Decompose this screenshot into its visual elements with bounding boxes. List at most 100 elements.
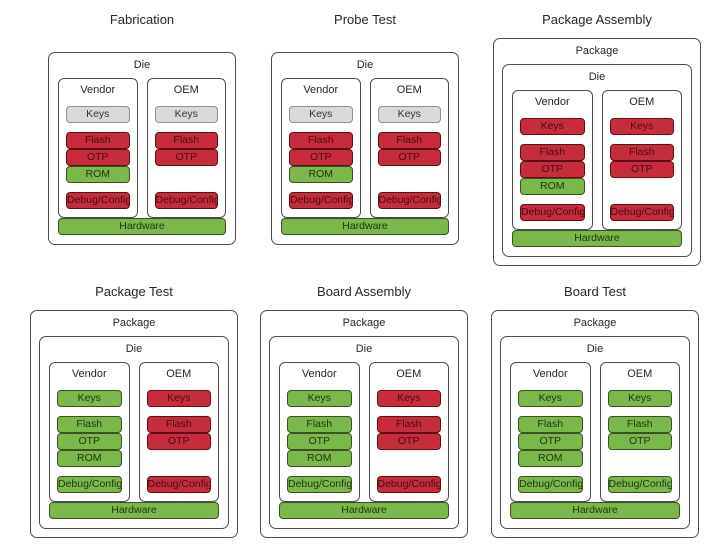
flash-block: Flash xyxy=(518,416,583,433)
flash-block: Flash xyxy=(376,416,441,433)
die-label: Die xyxy=(356,59,374,71)
keys-block: Keys xyxy=(377,106,441,123)
stage-title: Board Test xyxy=(564,284,626,299)
debug-config-block: Debug/Config xyxy=(146,476,211,493)
column-label: OEM xyxy=(396,368,422,380)
flash-block: Flash xyxy=(66,132,130,149)
otp-block: OTP xyxy=(376,433,441,450)
column-label: Vendor xyxy=(532,368,568,380)
die-label: Die xyxy=(125,343,143,355)
otp-block: OTP xyxy=(609,161,674,178)
debug-config-block: Debug/Config xyxy=(518,476,583,493)
stage-title: Probe Test xyxy=(334,12,396,27)
debug-config-block: Debug/Config xyxy=(154,192,218,209)
debug-config-block: Debug/Config xyxy=(57,476,122,493)
stage-diagram: Board Test Package Die Vendor Keys Flash… xyxy=(475,284,715,538)
column-label: Vendor xyxy=(80,84,116,96)
column-label: Vendor xyxy=(534,96,570,108)
column-label: OEM xyxy=(396,84,422,96)
flash-block: Flash xyxy=(57,416,122,433)
otp-block: OTP xyxy=(287,433,352,450)
otp-block: OTP xyxy=(520,161,585,178)
hardware-bar: Hardware xyxy=(58,218,226,235)
column-label: Vendor xyxy=(71,368,107,380)
stage-diagram: Board Assembly Package Die Vendor Keys F… xyxy=(244,284,484,538)
flash-block: Flash xyxy=(607,416,672,433)
keys-block: Keys xyxy=(518,390,583,407)
otp-block: OTP xyxy=(146,433,211,450)
stage-title: Package Assembly xyxy=(542,12,652,27)
flash-block: Flash xyxy=(377,132,441,149)
otp-block: OTP xyxy=(66,149,130,166)
otp-block: OTP xyxy=(57,433,122,450)
die-label: Die xyxy=(588,71,606,83)
flash-block: Flash xyxy=(154,132,218,149)
keys-block: Keys xyxy=(66,106,130,123)
rom-block: ROM xyxy=(57,450,122,467)
column-label: OEM xyxy=(627,368,653,380)
stage-diagram: Package Test Package Die Vendor Keys Fla… xyxy=(14,284,254,538)
flash-block: Flash xyxy=(609,144,674,161)
debug-config-block: Debug/Config xyxy=(520,204,585,221)
debug-config-block: Debug/Config xyxy=(66,192,130,209)
package-label: Package xyxy=(575,45,619,57)
package-label: Package xyxy=(112,317,156,329)
keys-block: Keys xyxy=(146,390,211,407)
package-label: Package xyxy=(342,317,386,329)
die-label: Die xyxy=(586,343,604,355)
hardware-bar: Hardware xyxy=(510,502,680,519)
hardware-bar: Hardware xyxy=(49,502,219,519)
rom-block: ROM xyxy=(289,166,353,183)
keys-block: Keys xyxy=(376,390,441,407)
column-label: OEM xyxy=(166,368,192,380)
hardware-bar: Hardware xyxy=(512,230,682,247)
otp-block: OTP xyxy=(607,433,672,450)
package-label: Package xyxy=(573,317,617,329)
otp-block: OTP xyxy=(289,149,353,166)
hardware-bar: Hardware xyxy=(279,502,449,519)
debug-config-block: Debug/Config xyxy=(377,192,441,209)
debug-config-block: Debug/Config xyxy=(376,476,441,493)
flash-block: Flash xyxy=(287,416,352,433)
column-label: OEM xyxy=(173,84,199,96)
rom-block: ROM xyxy=(518,450,583,467)
otp-block: OTP xyxy=(154,149,218,166)
keys-block: Keys xyxy=(57,390,122,407)
rom-block: ROM xyxy=(287,450,352,467)
keys-block: Keys xyxy=(607,390,672,407)
keys-block: Keys xyxy=(609,118,674,135)
debug-config-block: Debug/Config xyxy=(289,192,353,209)
